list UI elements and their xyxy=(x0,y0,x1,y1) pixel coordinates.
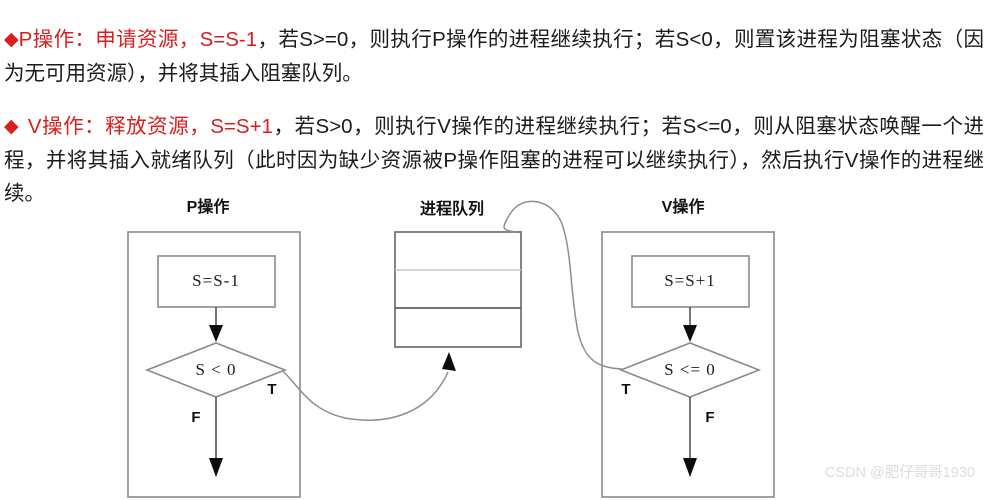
process-queue-box xyxy=(394,231,522,348)
p-branch-true-label: T xyxy=(267,381,276,398)
p-branch-false-label: F xyxy=(191,409,200,426)
p-operation-paragraph: ◆P操作：申请资源，S=S-1，若S>=0，则执行P操作的进程继续执行；若S<0… xyxy=(4,23,984,90)
v-operation-formula: S=S+1 xyxy=(210,115,273,138)
bullet-icon-p: ◆ xyxy=(4,28,19,50)
p-operation-formula: S=S-1 xyxy=(199,27,258,51)
explanation-text-block: ◆P操作：申请资源，S=S-1，若S>=0，则执行P操作的进程继续执行；若S<0… xyxy=(0,0,988,206)
v-branch-false-label: F xyxy=(705,409,714,426)
v-operation-highlight-1: 释放资源， xyxy=(105,115,211,138)
v-false-branch-arrow xyxy=(683,458,697,477)
p-false-branch-arrow xyxy=(209,458,223,477)
v-operation-paragraph: ◆ V操作：释放资源，S=S+1，若S>0，则执行V操作的进程继续执行；若S<=… xyxy=(4,110,984,210)
bullet-icon-v: ◆ xyxy=(4,116,19,137)
csdn-watermark: CSDN @肥仔哥哥1930 xyxy=(825,464,975,481)
p-operation-label: P操作： xyxy=(18,27,96,51)
v-true-branch-connector xyxy=(503,200,623,370)
p-true-branch-connector xyxy=(282,370,449,421)
p-operation-description: ，若S>=0，则执行P操作的进程继续执行；若S<0，则置该进程为阻塞状态（因为无… xyxy=(4,27,984,85)
v-operation-label: V操作： xyxy=(21,115,106,138)
queue-section-title: 进程队列 xyxy=(420,199,484,218)
p-to-queue-arrowhead xyxy=(442,352,456,371)
p-process-box-label: S=S-1 xyxy=(192,271,240,290)
p-process-box xyxy=(157,255,276,308)
v-arrow-to-decision xyxy=(683,325,697,342)
p-operation-highlight-1: 申请资源， xyxy=(95,27,200,51)
p-arrow-to-decision xyxy=(209,325,223,342)
pv-operation-flowchart: P操作 S=S-1 S < 0 F T 进程队列 V操作 S=S+1 S <= … xyxy=(0,172,988,500)
p-section-title: P操作 xyxy=(187,197,230,216)
v-operation-description: ，若S>0，则执行V操作的进程继续执行；若S<=0，则从阻塞状态唤醒一个进程，并… xyxy=(4,115,984,205)
v-section-title: V操作 xyxy=(662,197,705,216)
v-branch-true-label: T xyxy=(621,381,630,398)
v-decision-label: S <= 0 xyxy=(664,360,716,379)
v-process-box-label: S=S+1 xyxy=(664,271,716,290)
p-decision-label: S < 0 xyxy=(195,360,236,379)
